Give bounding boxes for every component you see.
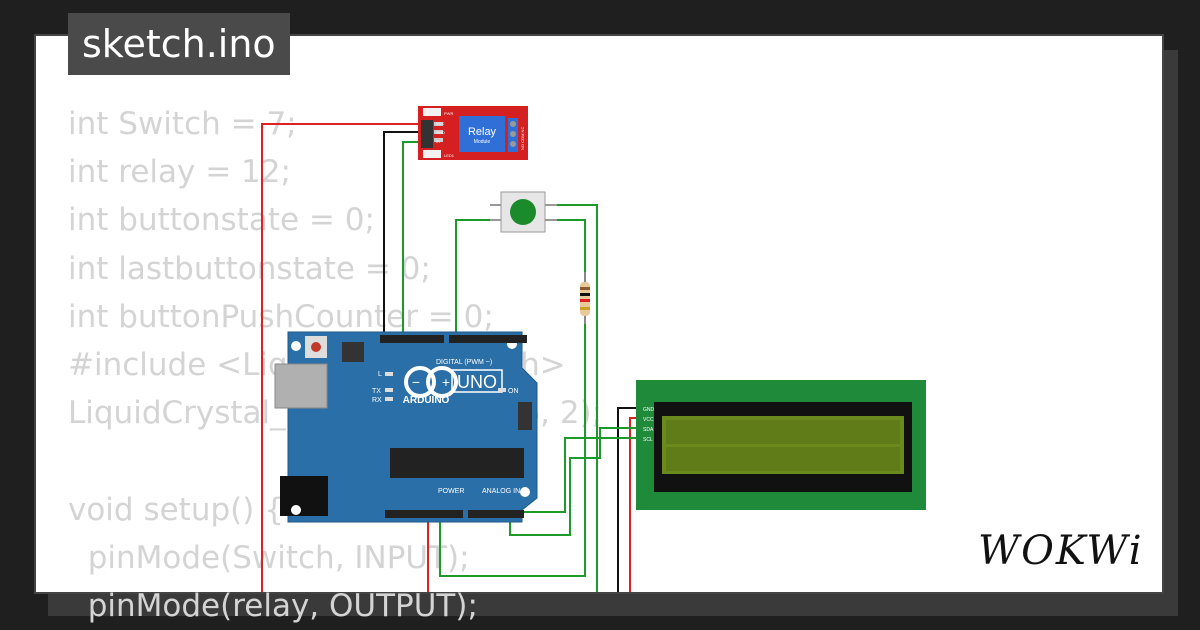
- code-line: pinMode(relay, OUTPUT);: [68, 587, 478, 624]
- relay-pin-label: VCC: [436, 121, 445, 126]
- relay-pin-label: IN: [436, 139, 440, 144]
- svg-text:+: +: [442, 374, 450, 390]
- board-brand-label: ARDUINO: [403, 395, 450, 406]
- lcd-display[interactable]: GND VCC SDA SCL: [636, 380, 926, 510]
- wire-green: [548, 219, 586, 280]
- digital-header-label: DIGITAL (PWM ~): [436, 359, 492, 366]
- relay-subtitle: Module: [474, 139, 491, 145]
- lcd-pin-label: SDA: [643, 427, 654, 433]
- sketch-title: sketch.ino: [68, 13, 290, 75]
- wokwi-logo: WOKWi: [978, 528, 1144, 574]
- pushbutton[interactable]: [490, 191, 557, 233]
- wire-black: [617, 407, 642, 592]
- wire-green: [518, 437, 642, 513]
- relay-title: Relay: [468, 126, 497, 138]
- wire-green: [439, 316, 586, 577]
- analog-header-label: ANALOG IN: [482, 488, 520, 495]
- wire-green: [509, 427, 642, 536]
- code-preview: int Switch = 7; int relay = 12; int button…: [68, 100, 602, 630]
- code-line: pinMode(Switch, INPUT);: [68, 539, 470, 576]
- wire-green: [548, 204, 598, 592]
- relay-terminal-label: NO COM NC: [520, 127, 525, 150]
- resistor: [580, 272, 590, 324]
- preview-card: [34, 34, 1164, 594]
- relay-pin-label: LED1: [444, 153, 455, 158]
- board-model-label: UNO: [457, 372, 497, 392]
- relay-pin-label: PWR: [444, 111, 453, 116]
- arduino-uno-board[interactable]: − + UNO ARDUINO DIGITAL (PWM ~) POWER AN…: [274, 331, 538, 523]
- svg-text:−: −: [412, 374, 420, 390]
- code-line: void setup() {: [68, 491, 284, 528]
- wire-black: [383, 131, 420, 337]
- rx-label: RX: [372, 397, 382, 404]
- code-line: int buttonstate = 0;: [68, 202, 375, 239]
- tx-label: TX: [372, 388, 381, 395]
- power-header-label: POWER: [438, 488, 464, 495]
- relay-pin-label: GND: [436, 130, 445, 135]
- code-line: int buttonPushCounter = 0;: [68, 298, 494, 335]
- code-line: int Switch = 7;: [68, 106, 297, 142]
- lcd-pin-label: SCL: [643, 437, 653, 443]
- wire-green: [455, 219, 500, 337]
- wire-green: [402, 141, 420, 337]
- relay-module[interactable]: Relay Module PWR VCC GND IN LED1 NO COM …: [418, 106, 528, 160]
- code-line: int lastbuttonstate = 0;: [68, 250, 431, 287]
- lcd-pin-label: VCC: [643, 417, 654, 423]
- lcd-pin-label: GND: [643, 407, 655, 413]
- code-line: int relay = 12;: [68, 154, 291, 191]
- l-led-label: L: [378, 371, 382, 378]
- wire-red: [261, 123, 420, 592]
- on-led-label: ON: [508, 388, 519, 395]
